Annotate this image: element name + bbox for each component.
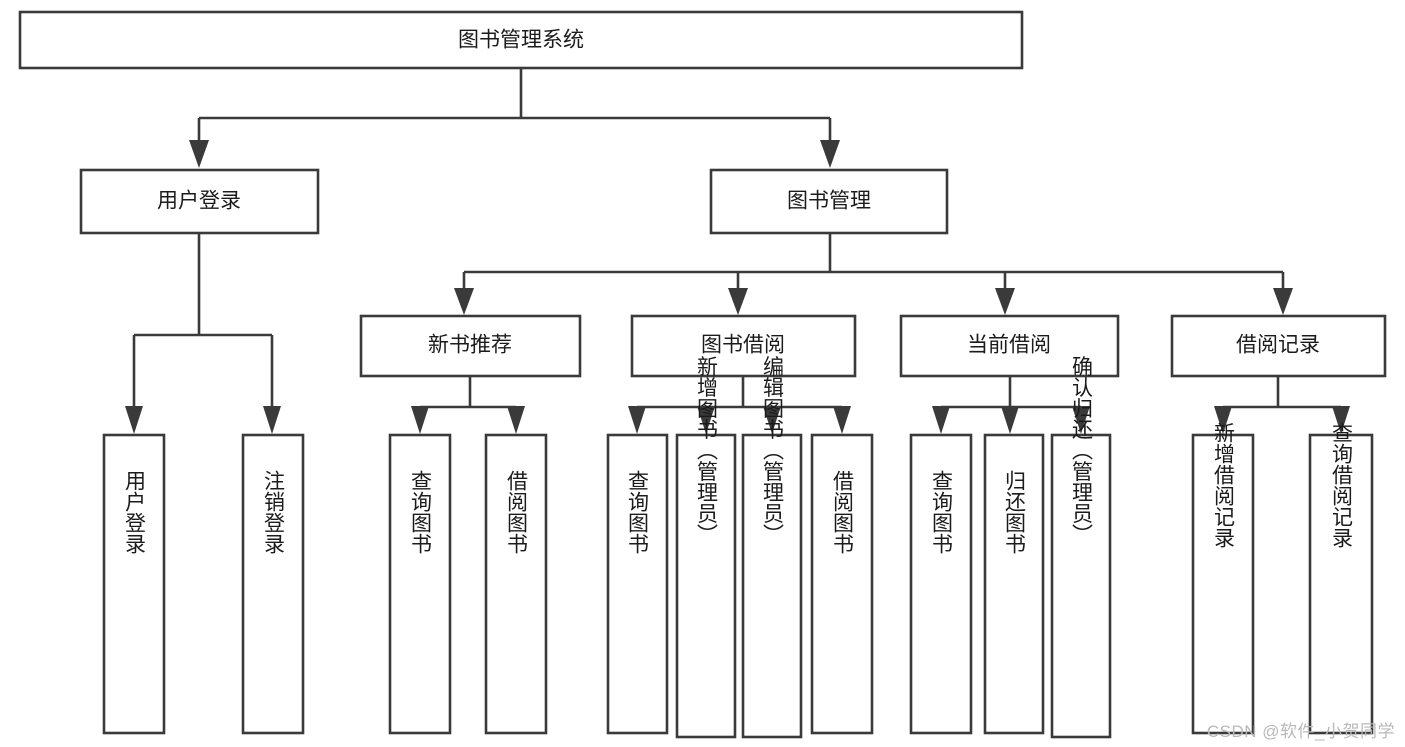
node-user-login[interactable]: 用户登录: [79, 168, 320, 235]
arrow-head-leaf-new-book-2: [507, 406, 525, 434]
leaf-book-borrow-add-box[interactable]: [675, 433, 737, 739]
node-current-borrow-label: 当前借阅: [967, 334, 1051, 357]
node-root-system[interactable]: 图书管理系统: [18, 10, 1024, 70]
arrow-head-current-borrow: [995, 288, 1015, 315]
leaf-borrow-record-add[interactable]: 新增借阅记录: [1191, 422, 1255, 735]
leaf-book-borrow-edit[interactable]: 编辑图书（管理员）: [741, 356, 803, 739]
node-new-book-recommend-box[interactable]: [359, 314, 582, 378]
leaf-current-borrow-confirm[interactable]: 确认归还（管理员）: [1050, 356, 1112, 739]
node-borrow-record[interactable]: 借阅记录: [1170, 314, 1387, 378]
node-book-manage[interactable]: 图书管理: [709, 168, 949, 235]
node-user-login-box[interactable]: [79, 168, 320, 235]
leaf-borrow-record-add-label: 新增借阅记录: [1212, 422, 1236, 548]
node-new-book-recommend[interactable]: 新书推荐: [359, 314, 582, 378]
leaf-new-book-borrow-box[interactable]: [484, 433, 548, 735]
leaf-user-login-logout-label: 注销登录: [262, 470, 286, 554]
node-borrow-record-label: 借阅记录: [1236, 334, 1320, 357]
leaf-current-borrow-confirm-label: 确认归还（管理员）: [1070, 356, 1094, 545]
leaf-new-book-query-box[interactable]: [388, 433, 452, 735]
leaf-current-borrow-query[interactable]: 查询图书: [909, 433, 973, 735]
leaf-user-login-login-box[interactable]: [102, 433, 166, 735]
node-book-manage-label: 图书管理: [787, 190, 871, 213]
leaf-current-borrow-return[interactable]: 归还图书: [983, 433, 1045, 735]
leaf-user-login-login[interactable]: 用户登录: [102, 433, 166, 735]
node-root-system-box[interactable]: [18, 10, 1024, 70]
leaf-book-borrow-query[interactable]: 查询图书: [606, 433, 669, 735]
node-user-login-label: 用户登录: [157, 190, 241, 213]
arrow-head-leaf-book-borrow-4: [833, 406, 851, 434]
leaf-book-borrow-query-label: 查询图书: [626, 470, 650, 554]
leaf-borrow-record-query-label: 查询借阅记录: [1330, 422, 1354, 548]
node-borrow-record-box[interactable]: [1170, 314, 1387, 378]
arrow-head-leaf-book-borrow-3: [763, 406, 781, 434]
arrow-head-new-book: [454, 288, 474, 315]
leaf-book-borrow-borrow-box[interactable]: [810, 433, 874, 735]
arrow-head-leaf-current-borrow-1: [932, 406, 950, 434]
arrow-head-book-manage: [820, 140, 840, 168]
leaf-new-book-borrow[interactable]: 借阅图书: [484, 433, 548, 735]
leaf-user-login-logout[interactable]: 注销登录: [241, 433, 305, 735]
leaf-borrow-record-query-box[interactable]: [1308, 433, 1374, 735]
arrow-head-leaf-borrow-record-1: [1214, 406, 1232, 434]
arrow-head-leaf-book-borrow-2: [697, 406, 715, 434]
connector-layer: [125, 68, 1350, 434]
csdn-watermark: CSDN @软件_小贺同学: [1206, 722, 1395, 741]
leaf-book-borrow-edit-label: 编辑图书（管理员）: [761, 356, 785, 545]
arrow-head-leaf-current-borrow-3: [1072, 406, 1090, 434]
leaf-current-borrow-return-box[interactable]: [983, 433, 1045, 735]
node-new-book-recommend-label: 新书推荐: [428, 334, 512, 357]
leaf-book-borrow-add-label: 新增图书（管理员）: [695, 356, 719, 545]
node-current-borrow-box[interactable]: [899, 314, 1120, 378]
leaf-current-borrow-confirm-box[interactable]: [1050, 433, 1112, 739]
arrow-head-leaf-borrow-record-2: [1332, 406, 1350, 434]
leaf-book-borrow-query-box[interactable]: [606, 433, 669, 735]
node-root-system-label: 图书管理系统: [458, 29, 584, 52]
leaf-book-borrow-add[interactable]: 新增图书（管理员）: [675, 356, 737, 739]
leaf-borrow-record-add-box[interactable]: [1191, 433, 1255, 735]
leaf-new-book-query-label: 查询图书: [409, 470, 433, 554]
node-book-borrow[interactable]: 图书借阅: [630, 314, 857, 378]
leaf-new-book-borrow-label: 借阅图书: [505, 470, 529, 554]
leaf-user-login-login-label: 用户登录: [123, 470, 147, 554]
leaf-book-borrow-borrow[interactable]: 借阅图书: [810, 433, 874, 735]
node-book-borrow-label: 图书借阅: [701, 334, 785, 357]
arrow-head-user-login: [189, 140, 209, 168]
arrow-head-leaf-current-borrow-2: [1001, 406, 1019, 434]
arrow-head-leaf-book-borrow-1: [628, 406, 646, 434]
arrow-head-borrow-record: [1273, 288, 1293, 315]
arrow-head-leaf-new-book-1: [411, 406, 429, 434]
arrow-head-book-borrow: [728, 288, 748, 315]
leaf-borrow-record-query[interactable]: 查询借阅记录: [1308, 422, 1374, 735]
leaf-new-book-query[interactable]: 查询图书: [388, 433, 452, 735]
leaf-user-login-logout-box[interactable]: [241, 433, 305, 735]
node-book-borrow-box[interactable]: [630, 314, 857, 378]
leaf-book-borrow-borrow-label: 借阅图书: [831, 470, 855, 554]
leaf-current-borrow-return-label: 归还图书: [1003, 470, 1027, 554]
leaf-current-borrow-query-label: 查询图书: [930, 470, 954, 554]
leaf-book-borrow-edit-box[interactable]: [741, 433, 803, 739]
leaf-current-borrow-query-box[interactable]: [909, 433, 973, 735]
arrow-head-leaf-user-login-1: [125, 406, 143, 434]
arrow-head-leaf-user-login-2: [263, 406, 281, 434]
node-current-borrow[interactable]: 当前借阅: [899, 314, 1120, 378]
node-book-manage-box[interactable]: [709, 168, 949, 235]
